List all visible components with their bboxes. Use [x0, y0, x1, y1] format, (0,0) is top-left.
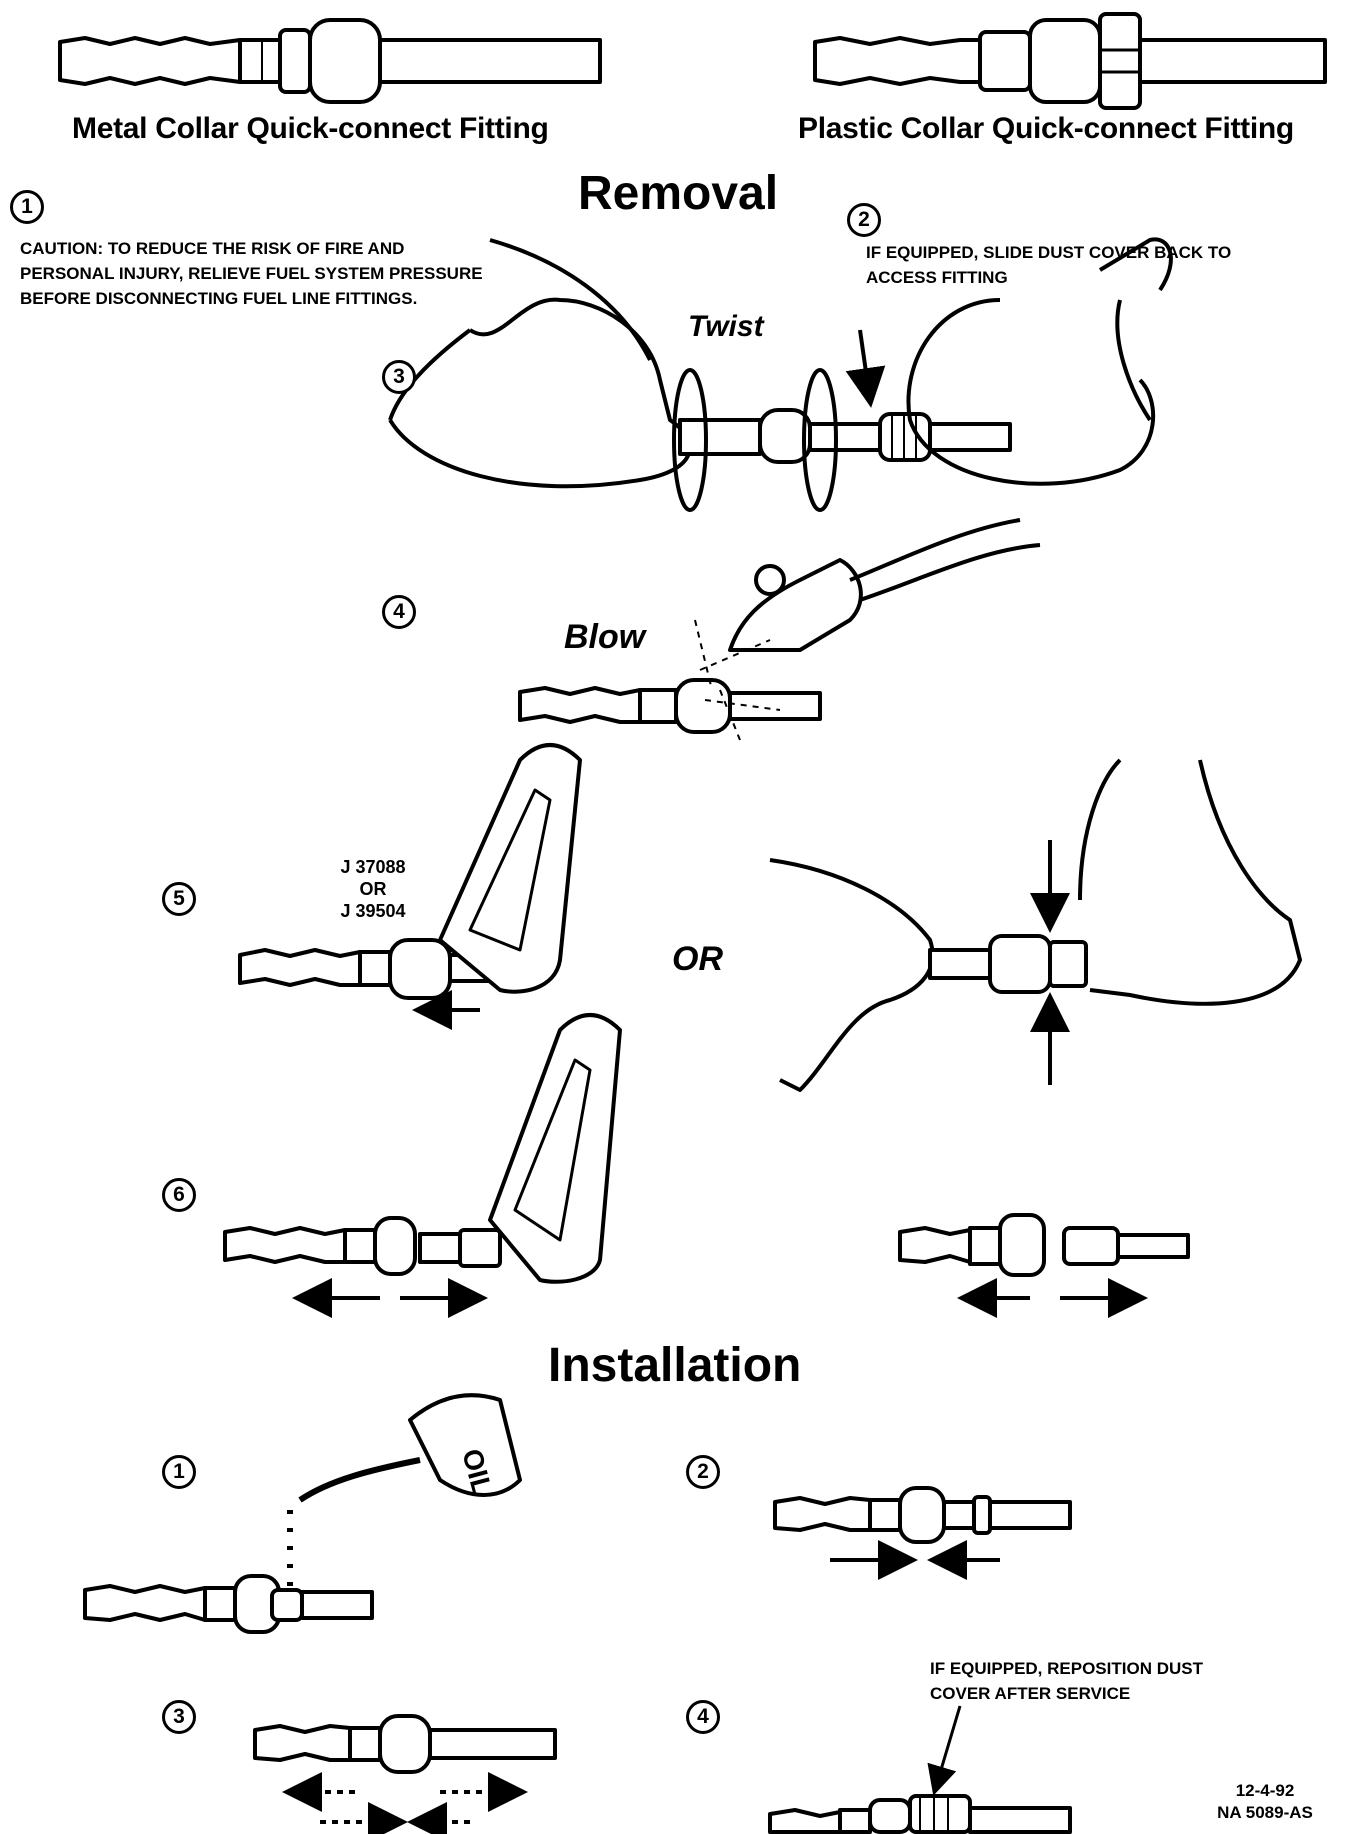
removal-step-6-marker: 6 [162, 1178, 196, 1212]
blow-label: Blow [564, 618, 646, 656]
metal-collar-fitting-drawing [58, 18, 602, 104]
footer-code: NA 5089-AS [1217, 1803, 1313, 1822]
blow-air-drawing [518, 518, 1041, 741]
install-step-1-marker: 1 [162, 1455, 196, 1489]
removal-step-4-marker: 4 [382, 595, 416, 629]
oil-can-drawing [83, 1393, 522, 1634]
removal-step-5-marker: 5 [162, 882, 196, 916]
plastic-collar-caption: Plastic Collar Quick-connect Fitting [798, 112, 1294, 145]
tool-label-2: J 39504 [340, 901, 406, 921]
installation-heading: Installation [548, 1339, 802, 1392]
twist-label: Twist [688, 310, 764, 343]
or-label: OR [672, 940, 723, 978]
install-step-3-marker: 3 [162, 1700, 196, 1734]
separate-hand-step6-drawing [898, 1213, 1190, 1318]
removal-step-3-marker: 3 [382, 360, 416, 394]
removal-step-1-marker: 1 [10, 190, 44, 224]
removal-step-2-marker: 2 [847, 203, 881, 237]
removal-heading: Removal [578, 167, 779, 220]
metal-collar-caption: Metal Collar Quick-connect Fitting [72, 112, 549, 145]
pull-check-step3-drawing [253, 1714, 557, 1834]
separate-tool-step6-drawing [223, 1013, 622, 1318]
dust-cover-step4-drawing [768, 1705, 1072, 1834]
install-step-4-marker: 4 [686, 1700, 720, 1734]
footer-date: 12-4-92 [1235, 1781, 1295, 1800]
squeeze-hands-drawing [769, 758, 1302, 1092]
caution-note: CAUTION: TO REDUCE THE RISK OF FIRE AND … [20, 239, 483, 308]
disconnect-tool-step5-drawing [238, 743, 582, 1030]
tool-label-1: J 37088 [340, 857, 406, 877]
tool-label-or: OR [359, 879, 387, 899]
install-step-2-marker: 2 [686, 1455, 720, 1489]
plastic-collar-fitting-drawing [813, 12, 1327, 110]
dust-cover-note: IF EQUIPPED, SLIDE DUST COVER BACK TO AC… [866, 243, 1232, 287]
reposition-note: IF EQUIPPED, REPOSITION DUST COVER AFTER… [930, 1659, 1203, 1703]
twist-hands-drawing [388, 237, 1173, 512]
push-together-step2-drawing [773, 1486, 1072, 1580]
